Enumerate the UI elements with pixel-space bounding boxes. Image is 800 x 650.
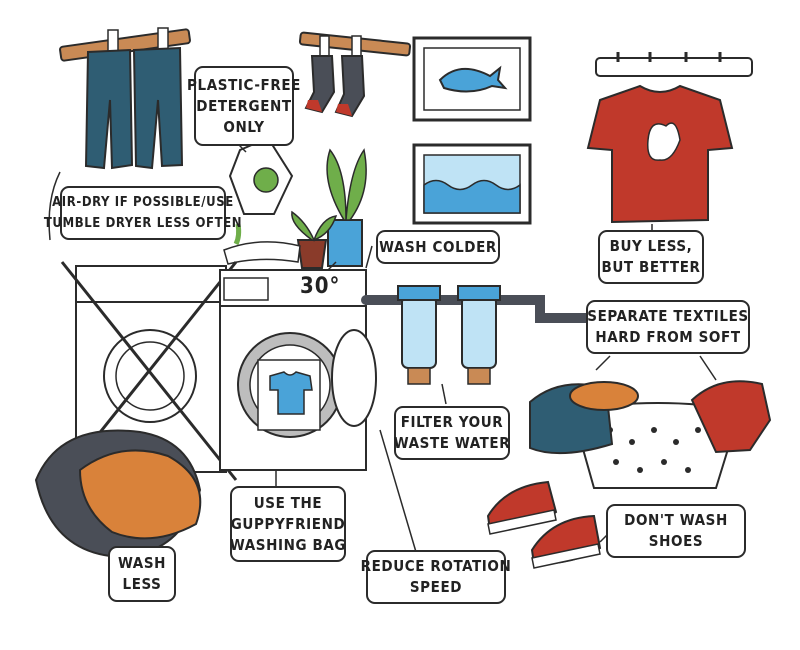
label-line: detergent xyxy=(196,96,292,115)
label-line: Guppyfriend xyxy=(230,514,346,533)
clothes-pile xyxy=(34,429,202,558)
socks xyxy=(298,31,412,118)
label-line: but better xyxy=(601,258,701,276)
label-line: Air-dry if possible/use xyxy=(52,195,234,210)
label-guppyfriend-bag: Use the Guppyfriend washing bag xyxy=(230,486,346,562)
label-air-dry: Air-dry if possible/use tumble dryer les… xyxy=(44,186,242,240)
label-separate-textiles: Separate textiles hard from soft xyxy=(586,300,750,354)
label-wash-colder: Wash colder xyxy=(376,230,500,264)
label-filter-water: Filter your waste water xyxy=(394,406,510,460)
label-rotation-speed: Reduce rotation speed xyxy=(361,550,511,604)
potted-plants xyxy=(223,148,367,269)
label-line: waste water xyxy=(393,434,511,452)
label-line: less xyxy=(122,575,162,593)
waves-picture xyxy=(412,143,532,225)
label-line: Use the xyxy=(253,493,323,512)
label-line: only xyxy=(223,117,265,136)
label-line: Plastic-free xyxy=(187,75,301,94)
label-line: Reduce rotation xyxy=(360,557,512,575)
temperature-value: 30° xyxy=(300,274,341,299)
jeans-on-shelf xyxy=(59,27,191,170)
label-line: shoes xyxy=(648,532,704,550)
callout-lines xyxy=(129,143,717,556)
label-line: Separate textiles xyxy=(587,307,749,325)
label-line: Wash colder xyxy=(379,237,497,256)
whale-picture xyxy=(412,36,532,122)
red-tshirt xyxy=(586,52,753,224)
label-line: Filter your xyxy=(400,413,504,431)
label-line: speed xyxy=(409,578,463,596)
washing-machine xyxy=(219,269,377,471)
label-line: Buy less, xyxy=(609,237,693,255)
shoes xyxy=(486,480,602,569)
temperature-dial: 30° xyxy=(300,274,340,299)
detergent-bottle xyxy=(228,136,294,246)
label-line: hard from soft xyxy=(595,328,741,346)
label-line: tumble dryer less often xyxy=(43,216,243,231)
label-line: Don't wash xyxy=(624,511,728,529)
label-line: washing bag xyxy=(229,535,347,554)
laundry-basket xyxy=(529,380,772,489)
old-dryer-crossed xyxy=(48,171,238,481)
label-wash-less: Wash less xyxy=(108,546,176,602)
water-filters xyxy=(361,285,605,385)
label-line: Wash xyxy=(117,554,167,572)
label-plastic-free: Plastic-free detergent only xyxy=(187,66,300,146)
label-dont-wash-shoes: Don't wash shoes xyxy=(606,504,746,558)
label-buy-less: Buy less, but better xyxy=(598,230,704,284)
